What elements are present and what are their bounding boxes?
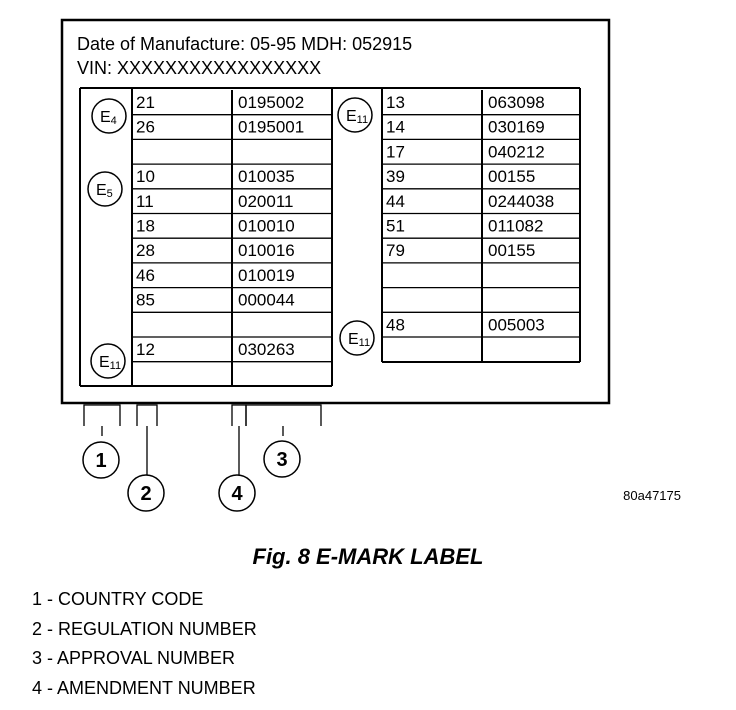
left-row-regulation-number: 18 bbox=[136, 217, 155, 236]
left-row-regulation-number: 10 bbox=[136, 167, 155, 186]
callout-3: 3 bbox=[263, 440, 301, 478]
legend-item-regulation-number: 2 - REGULATION NUMBER bbox=[32, 618, 257, 639]
left-row-approval-number: 0195001 bbox=[238, 118, 304, 137]
right-row-approval-number: 005003 bbox=[488, 315, 545, 334]
table-frame bbox=[79, 87, 581, 387]
figure-caption: Fig. 8 E-MARK LABEL bbox=[252, 544, 484, 569]
right-row-regulation-number: 44 bbox=[386, 192, 405, 211]
legend-item-country-code: 1 - COUNTRY CODE bbox=[32, 589, 204, 609]
right-table: 13 063098 14 030169 17 040212 39 00155 44 0244038… bbox=[382, 90, 580, 362]
left-row-regulation-number: 26 bbox=[136, 118, 155, 137]
callout-2-number: 2 bbox=[140, 483, 151, 505]
right-row-approval-number: 0244038 bbox=[488, 192, 554, 211]
left-row-approval-number: 010010 bbox=[238, 217, 295, 236]
figure-code: 80a47175 bbox=[623, 488, 681, 503]
left-row-approval-number: 010019 bbox=[238, 266, 295, 285]
left-row-approval-number: 000044 bbox=[238, 291, 295, 310]
right-row-regulation-number: 48 bbox=[386, 315, 405, 334]
callout-4: 4 bbox=[218, 474, 256, 512]
right-row-approval-number: 011082 bbox=[488, 217, 543, 236]
left-row-approval-number: 010016 bbox=[238, 241, 295, 260]
country-mark-right-2: E11 bbox=[339, 320, 375, 356]
callout-leaders bbox=[83, 404, 322, 480]
left-row-approval-number: 010035 bbox=[238, 167, 295, 186]
right-row-approval-number: 00155 bbox=[488, 241, 535, 260]
callout-1-number: 1 bbox=[95, 450, 106, 472]
vin-line: VIN: XXXXXXXXXXXXXXXXX bbox=[77, 58, 321, 78]
left-row-regulation-number: 21 bbox=[136, 93, 155, 112]
manufacture-date-line: Date of Manufacture: 05-95 MDH: 052915 bbox=[77, 34, 412, 54]
legend-item-approval-number: 3 - APPROVAL NUMBER bbox=[32, 648, 236, 668]
right-row-approval-number: 030169 bbox=[488, 118, 545, 137]
left-row-approval-number: 0195002 bbox=[238, 93, 304, 112]
callout-1: 1 bbox=[82, 441, 120, 479]
left-row-regulation-number: 85 bbox=[136, 291, 155, 310]
right-row-regulation-number: 13 bbox=[386, 93, 405, 112]
country-mark-right-1: E11 bbox=[337, 97, 373, 133]
legend-list: 1 - COUNTRY CODE 2 - REGULATION NUMBER 3… bbox=[32, 585, 257, 703]
callout-3-number: 3 bbox=[276, 449, 287, 471]
left-table: 21 0195002 26 0195001 10 010035 11 020011 18 0100… bbox=[131, 88, 332, 387]
right-row-regulation-number: 51 bbox=[386, 217, 405, 236]
left-row-regulation-number: 12 bbox=[136, 340, 155, 359]
label-outline bbox=[60, 18, 611, 405]
right-row-approval-number: 00155 bbox=[488, 167, 535, 186]
country-mark-left-2: E5 bbox=[87, 171, 123, 207]
left-row-regulation-number: 28 bbox=[136, 241, 155, 260]
right-row-regulation-number: 79 bbox=[386, 241, 405, 260]
right-row-regulation-number: 14 bbox=[386, 118, 405, 137]
country-mark-left-3: E11 bbox=[90, 343, 126, 379]
right-row-approval-number: 063098 bbox=[488, 93, 545, 112]
callout-2: 2 bbox=[127, 474, 165, 512]
callout-4-number: 4 bbox=[231, 483, 243, 505]
left-row-regulation-number: 46 bbox=[136, 266, 155, 285]
e-mark-label-diagram: Date of Manufacture: 05-95 MDH: 052915 V… bbox=[60, 18, 681, 512]
right-row-regulation-number: 17 bbox=[386, 142, 405, 161]
right-row-regulation-number: 39 bbox=[386, 167, 405, 186]
legend-item-amendment-number: 4 - AMENDMENT NUMBER bbox=[32, 677, 256, 698]
left-row-approval-number: 020011 bbox=[238, 192, 293, 211]
country-mark-left-1: E4 bbox=[91, 98, 127, 134]
left-row-regulation-number: 11 bbox=[136, 192, 154, 211]
right-row-approval-number: 040212 bbox=[488, 142, 545, 161]
left-row-approval-number: 030263 bbox=[238, 340, 295, 359]
